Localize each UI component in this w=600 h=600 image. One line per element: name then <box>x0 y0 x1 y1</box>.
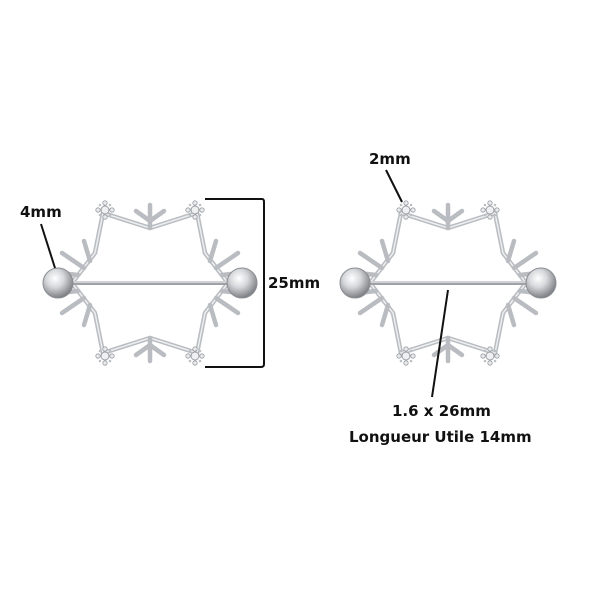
gem-leader-line <box>385 169 403 203</box>
right-barbell <box>339 200 557 366</box>
height-label: 25mm <box>268 274 321 292</box>
gem-size-label: 2mm <box>369 150 411 168</box>
height-bracket <box>205 198 265 368</box>
left-barbell <box>42 200 258 366</box>
usable-length-label: Longueur Utile 14mm <box>349 428 532 446</box>
ball-leader-line <box>40 223 56 269</box>
ball-size-label: 4mm <box>20 203 62 221</box>
bar-leader-line <box>431 289 449 398</box>
bar-size-label: 1.6 x 26mm <box>392 402 491 420</box>
